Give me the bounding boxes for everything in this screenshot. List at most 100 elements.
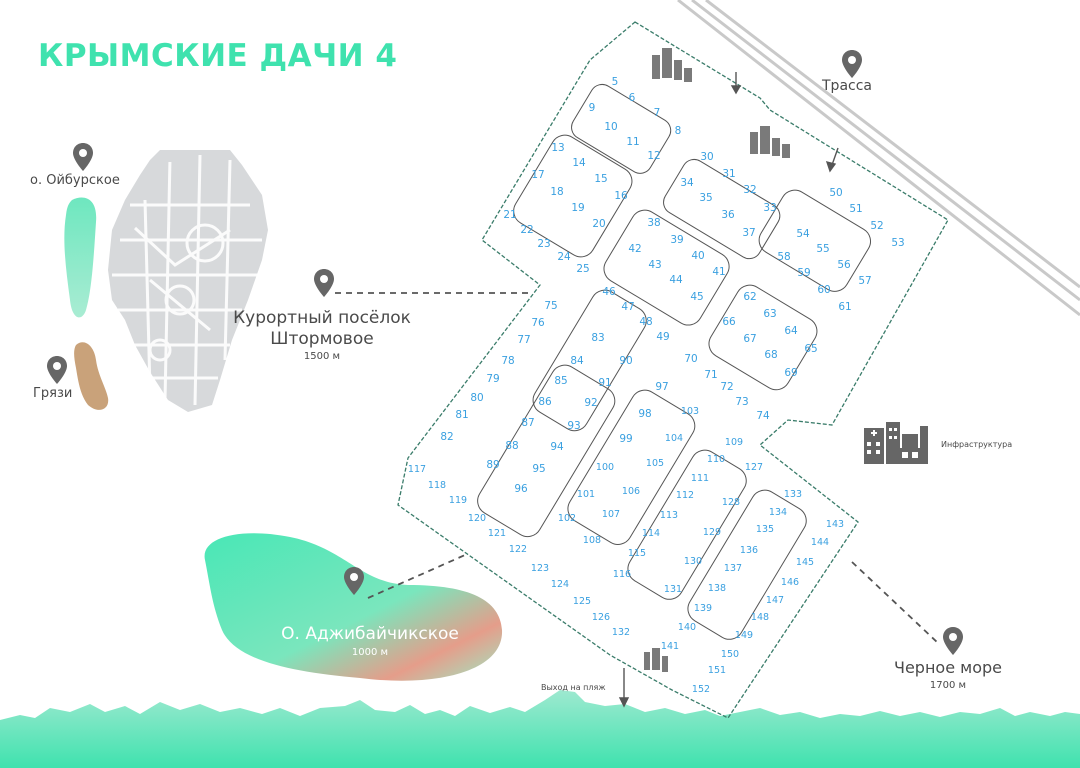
plot-label-131[interactable]: 131 xyxy=(664,584,682,595)
plot-label-96[interactable]: 96 xyxy=(514,483,528,495)
plot-label-92[interactable]: 92 xyxy=(584,397,597,409)
plot-label-9[interactable]: 9 xyxy=(589,102,596,114)
plot-label-6[interactable]: 6 xyxy=(629,92,636,104)
plot-label-25[interactable]: 25 xyxy=(576,263,589,275)
plot-label-98[interactable]: 98 xyxy=(638,408,651,420)
plot-label-115[interactable]: 115 xyxy=(628,548,646,559)
plot-label-42[interactable]: 42 xyxy=(628,243,641,255)
plot-label-112[interactable]: 112 xyxy=(676,490,694,501)
plot-label-73[interactable]: 73 xyxy=(735,396,748,408)
plot-label-59[interactable]: 59 xyxy=(797,267,810,279)
plot-label-149[interactable]: 149 xyxy=(735,630,753,641)
plot-label-134[interactable]: 134 xyxy=(769,507,787,518)
plot-label-62[interactable]: 62 xyxy=(743,291,756,303)
plot-label-24[interactable]: 24 xyxy=(557,251,571,263)
plot-label-82[interactable]: 82 xyxy=(440,431,453,443)
plot-label-89[interactable]: 89 xyxy=(486,459,499,471)
plot-label-66[interactable]: 66 xyxy=(722,316,736,328)
plot-label-85[interactable]: 85 xyxy=(554,375,567,387)
plot-label-35[interactable]: 35 xyxy=(699,192,712,204)
plot-label-53[interactable]: 53 xyxy=(891,237,904,249)
plot-label-105[interactable]: 105 xyxy=(646,458,664,469)
plot-label-87[interactable]: 87 xyxy=(521,417,534,429)
plot-label-108[interactable]: 108 xyxy=(583,535,601,546)
plot-label-86[interactable]: 86 xyxy=(538,396,552,408)
plot-label-67[interactable]: 67 xyxy=(743,333,756,345)
plot-label-148[interactable]: 148 xyxy=(751,612,769,623)
plot-label-21[interactable]: 21 xyxy=(503,209,516,221)
plot-label-144[interactable]: 144 xyxy=(811,537,829,548)
plot-label-129[interactable]: 129 xyxy=(703,527,721,538)
plot-label-18[interactable]: 18 xyxy=(550,186,563,198)
plot-label-55[interactable]: 55 xyxy=(816,243,829,255)
plot-label-78[interactable]: 78 xyxy=(501,355,514,367)
plot-label-151[interactable]: 151 xyxy=(708,665,726,676)
plot-label-23[interactable]: 23 xyxy=(537,238,550,250)
plot-label-12[interactable]: 12 xyxy=(647,150,660,162)
plot-label-114[interactable]: 114 xyxy=(642,528,660,539)
plot-label-147[interactable]: 147 xyxy=(766,595,784,606)
plot-label-52[interactable]: 52 xyxy=(870,220,883,232)
plot-label-88[interactable]: 88 xyxy=(505,440,518,452)
plot-label-51[interactable]: 51 xyxy=(849,203,862,215)
plot-label-60[interactable]: 60 xyxy=(817,284,830,296)
plot-label-19[interactable]: 19 xyxy=(571,202,584,214)
plot-label-75[interactable]: 75 xyxy=(544,300,557,312)
plot-label-34[interactable]: 34 xyxy=(680,177,694,189)
plot-label-40[interactable]: 40 xyxy=(691,250,704,262)
plot-label-132[interactable]: 132 xyxy=(612,627,630,638)
plot-label-49[interactable]: 49 xyxy=(656,331,669,343)
plot-label-50[interactable]: 50 xyxy=(829,187,842,199)
plot-label-38[interactable]: 38 xyxy=(647,217,660,229)
plot-label-56[interactable]: 56 xyxy=(837,259,851,271)
plot-label-130[interactable]: 130 xyxy=(684,556,702,567)
plot-label-5[interactable]: 5 xyxy=(612,76,619,88)
plot-label-126[interactable]: 126 xyxy=(592,612,610,623)
plot-label-116[interactable]: 116 xyxy=(613,569,631,580)
plot-label-14[interactable]: 14 xyxy=(572,157,586,169)
plot-label-47[interactable]: 47 xyxy=(621,301,634,313)
plot-label-36[interactable]: 36 xyxy=(721,209,735,221)
plot-label-43[interactable]: 43 xyxy=(648,259,661,271)
plot-label-63[interactable]: 63 xyxy=(763,308,776,320)
plot-label-10[interactable]: 10 xyxy=(604,121,617,133)
plot-label-120[interactable]: 120 xyxy=(468,513,486,524)
plot-label-31[interactable]: 31 xyxy=(722,168,735,180)
plot-label-48[interactable]: 48 xyxy=(639,316,652,328)
plot-label-145[interactable]: 145 xyxy=(796,557,814,568)
plot-label-111[interactable]: 111 xyxy=(691,473,709,484)
plot-label-139[interactable]: 139 xyxy=(694,603,712,614)
plot-label-137[interactable]: 137 xyxy=(724,563,742,574)
plot-label-138[interactable]: 138 xyxy=(708,583,726,594)
plot-label-54[interactable]: 54 xyxy=(796,228,810,240)
plot-label-8[interactable]: 8 xyxy=(675,125,682,137)
plot-label-15[interactable]: 15 xyxy=(594,173,607,185)
plot-label-123[interactable]: 123 xyxy=(531,563,549,574)
plot-label-106[interactable]: 106 xyxy=(622,486,640,497)
plot-label-102[interactable]: 102 xyxy=(558,513,576,524)
plot-label-99[interactable]: 99 xyxy=(619,433,632,445)
plot-label-150[interactable]: 150 xyxy=(721,649,739,660)
plot-label-46[interactable]: 46 xyxy=(602,286,616,298)
plot-label-17[interactable]: 17 xyxy=(531,169,544,181)
plot-label-65[interactable]: 65 xyxy=(804,343,817,355)
plot-label-121[interactable]: 121 xyxy=(488,528,506,539)
plot-label-80[interactable]: 80 xyxy=(470,392,483,404)
plot-label-32[interactable]: 32 xyxy=(743,184,756,196)
plot-label-97[interactable]: 97 xyxy=(655,381,668,393)
plot-label-44[interactable]: 44 xyxy=(669,274,683,286)
plot-label-39[interactable]: 39 xyxy=(670,234,683,246)
plot-label-146[interactable]: 146 xyxy=(781,577,799,588)
plot-label-122[interactable]: 122 xyxy=(509,544,527,555)
plot-label-152[interactable]: 152 xyxy=(692,684,710,695)
plot-label-136[interactable]: 136 xyxy=(740,545,758,556)
plot-label-83[interactable]: 83 xyxy=(591,332,604,344)
plot-label-91[interactable]: 91 xyxy=(598,377,611,389)
plot-label-100[interactable]: 100 xyxy=(596,462,614,473)
plot-label-125[interactable]: 125 xyxy=(573,596,591,607)
plot-label-7[interactable]: 7 xyxy=(654,107,661,119)
plot-label-141[interactable]: 141 xyxy=(661,641,679,652)
plot-label-41[interactable]: 41 xyxy=(712,266,725,278)
plot-label-104[interactable]: 104 xyxy=(665,433,683,444)
plot-label-94[interactable]: 94 xyxy=(550,441,564,453)
